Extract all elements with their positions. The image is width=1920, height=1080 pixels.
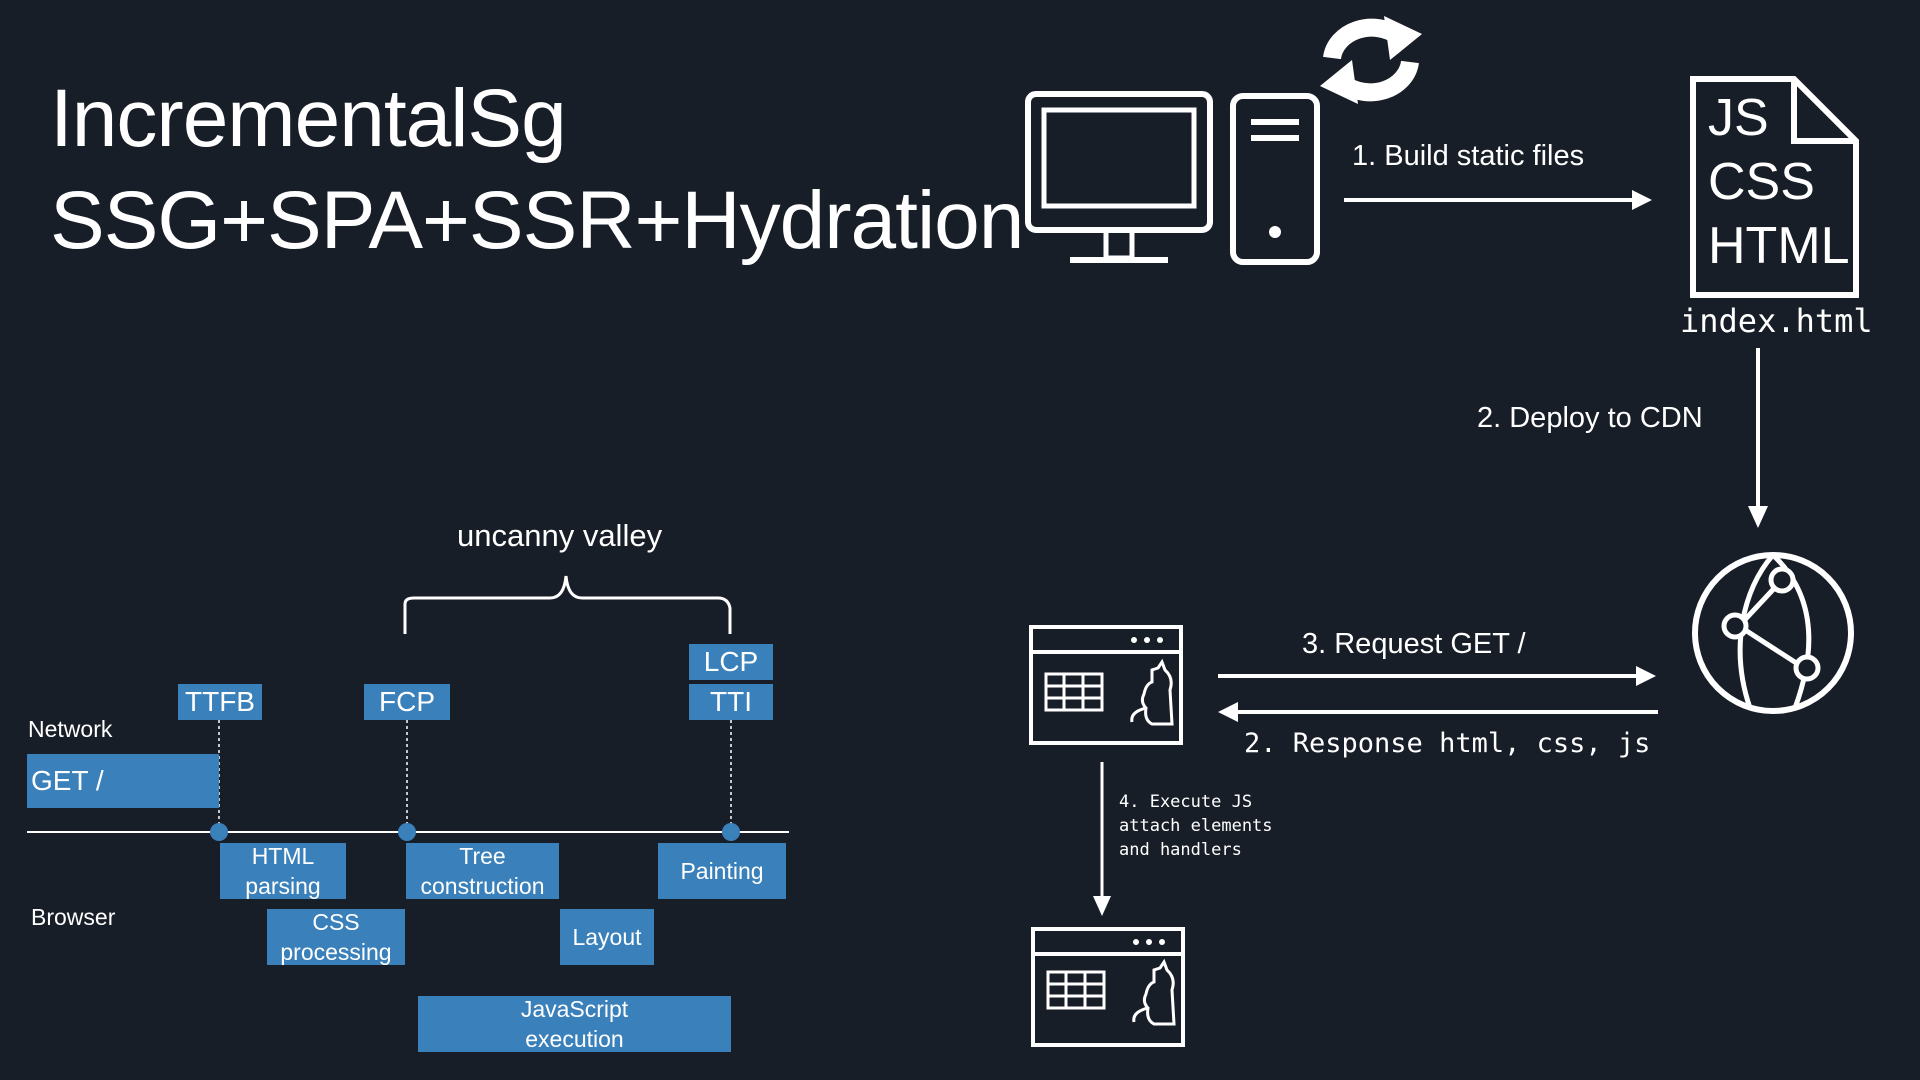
file-line-js: JS bbox=[1708, 89, 1769, 147]
step-3-label: 3. Request GET / bbox=[1302, 628, 1526, 660]
step-1-label: 1. Build static files bbox=[1352, 140, 1585, 172]
browser-window-icon bbox=[1029, 625, 1183, 745]
uncanny-valley-label: uncanny valley bbox=[457, 518, 663, 553]
tree-construction-line-2: construction bbox=[420, 873, 545, 899]
html-parsing-line-1: HTML bbox=[251, 843, 315, 869]
table-icon bbox=[1046, 970, 1106, 1010]
file-line-css: CSS bbox=[1708, 153, 1815, 211]
fcp-marker: FCP bbox=[364, 684, 450, 720]
timeline-axis bbox=[27, 720, 789, 841]
browser-window-bottom bbox=[1030, 926, 1186, 1048]
network-label: Network bbox=[28, 716, 113, 742]
cat-icon bbox=[1130, 658, 1174, 726]
request-arrow bbox=[1218, 666, 1656, 686]
css-processing-task: CSS processing bbox=[267, 909, 405, 965]
step-4-line-2: attach elements bbox=[1119, 816, 1273, 836]
ttfb-marker: TTFB bbox=[178, 684, 262, 720]
css-processing-line-1: CSS bbox=[312, 909, 360, 935]
monitor-icon bbox=[1025, 91, 1213, 263]
tree-construction-line-1: Tree bbox=[459, 843, 506, 869]
get-request-label: GET / bbox=[31, 765, 104, 796]
response-label: 2. Response html, css, js bbox=[1244, 728, 1651, 759]
browser-window-top bbox=[1028, 624, 1184, 746]
cdn-globe-icon bbox=[1692, 552, 1854, 714]
javascript-execution-task: JavaScript execution bbox=[418, 996, 731, 1052]
browser-label: Browser bbox=[31, 904, 116, 930]
server-tower-icon bbox=[1230, 93, 1320, 265]
lcp-marker: LCP bbox=[689, 644, 773, 680]
browser-window-icon bbox=[1031, 927, 1185, 1047]
deploy-arrow bbox=[1748, 348, 1768, 528]
cat-icon bbox=[1132, 958, 1176, 1026]
document-icon bbox=[1690, 76, 1859, 298]
tree-construction-task: Tree construction bbox=[406, 843, 559, 899]
step-2-label: 2. Deploy to CDN bbox=[1477, 402, 1703, 434]
title-line-2: SSG+SPA+SSR+Hydration bbox=[50, 175, 1024, 266]
javascript-execution-line-2: execution bbox=[525, 1026, 624, 1052]
response-arrow bbox=[1218, 702, 1658, 722]
title-line-1: IncrementalSg bbox=[50, 73, 567, 164]
tti-marker: TTI bbox=[689, 684, 773, 720]
css-processing-line-2: processing bbox=[280, 939, 392, 965]
step-4-line-1: 4. Execute JS bbox=[1119, 792, 1253, 812]
file-line-html: HTML bbox=[1708, 217, 1850, 275]
table-icon bbox=[1044, 672, 1104, 712]
javascript-execution-line-1: JavaScript bbox=[520, 996, 629, 1022]
html-parsing-task: HTML parsing bbox=[220, 843, 346, 899]
filename-label: index.html bbox=[1680, 302, 1873, 340]
html-parsing-line-2: parsing bbox=[245, 873, 321, 899]
document-text: JS CSS HTML bbox=[1708, 86, 1850, 278]
get-request-bar: GET / bbox=[27, 754, 219, 808]
execute-arrow bbox=[1093, 762, 1111, 916]
layout-task: Layout bbox=[560, 909, 654, 965]
step-4-line-3: and handlers bbox=[1119, 840, 1242, 860]
painting-task: Painting bbox=[658, 843, 786, 899]
uncanny-valley-brace bbox=[403, 575, 732, 634]
refresh-icon bbox=[1320, 16, 1422, 104]
build-arrow bbox=[1344, 190, 1652, 210]
step-4-label: 4. Execute JS attach elements and handle… bbox=[1119, 790, 1273, 862]
